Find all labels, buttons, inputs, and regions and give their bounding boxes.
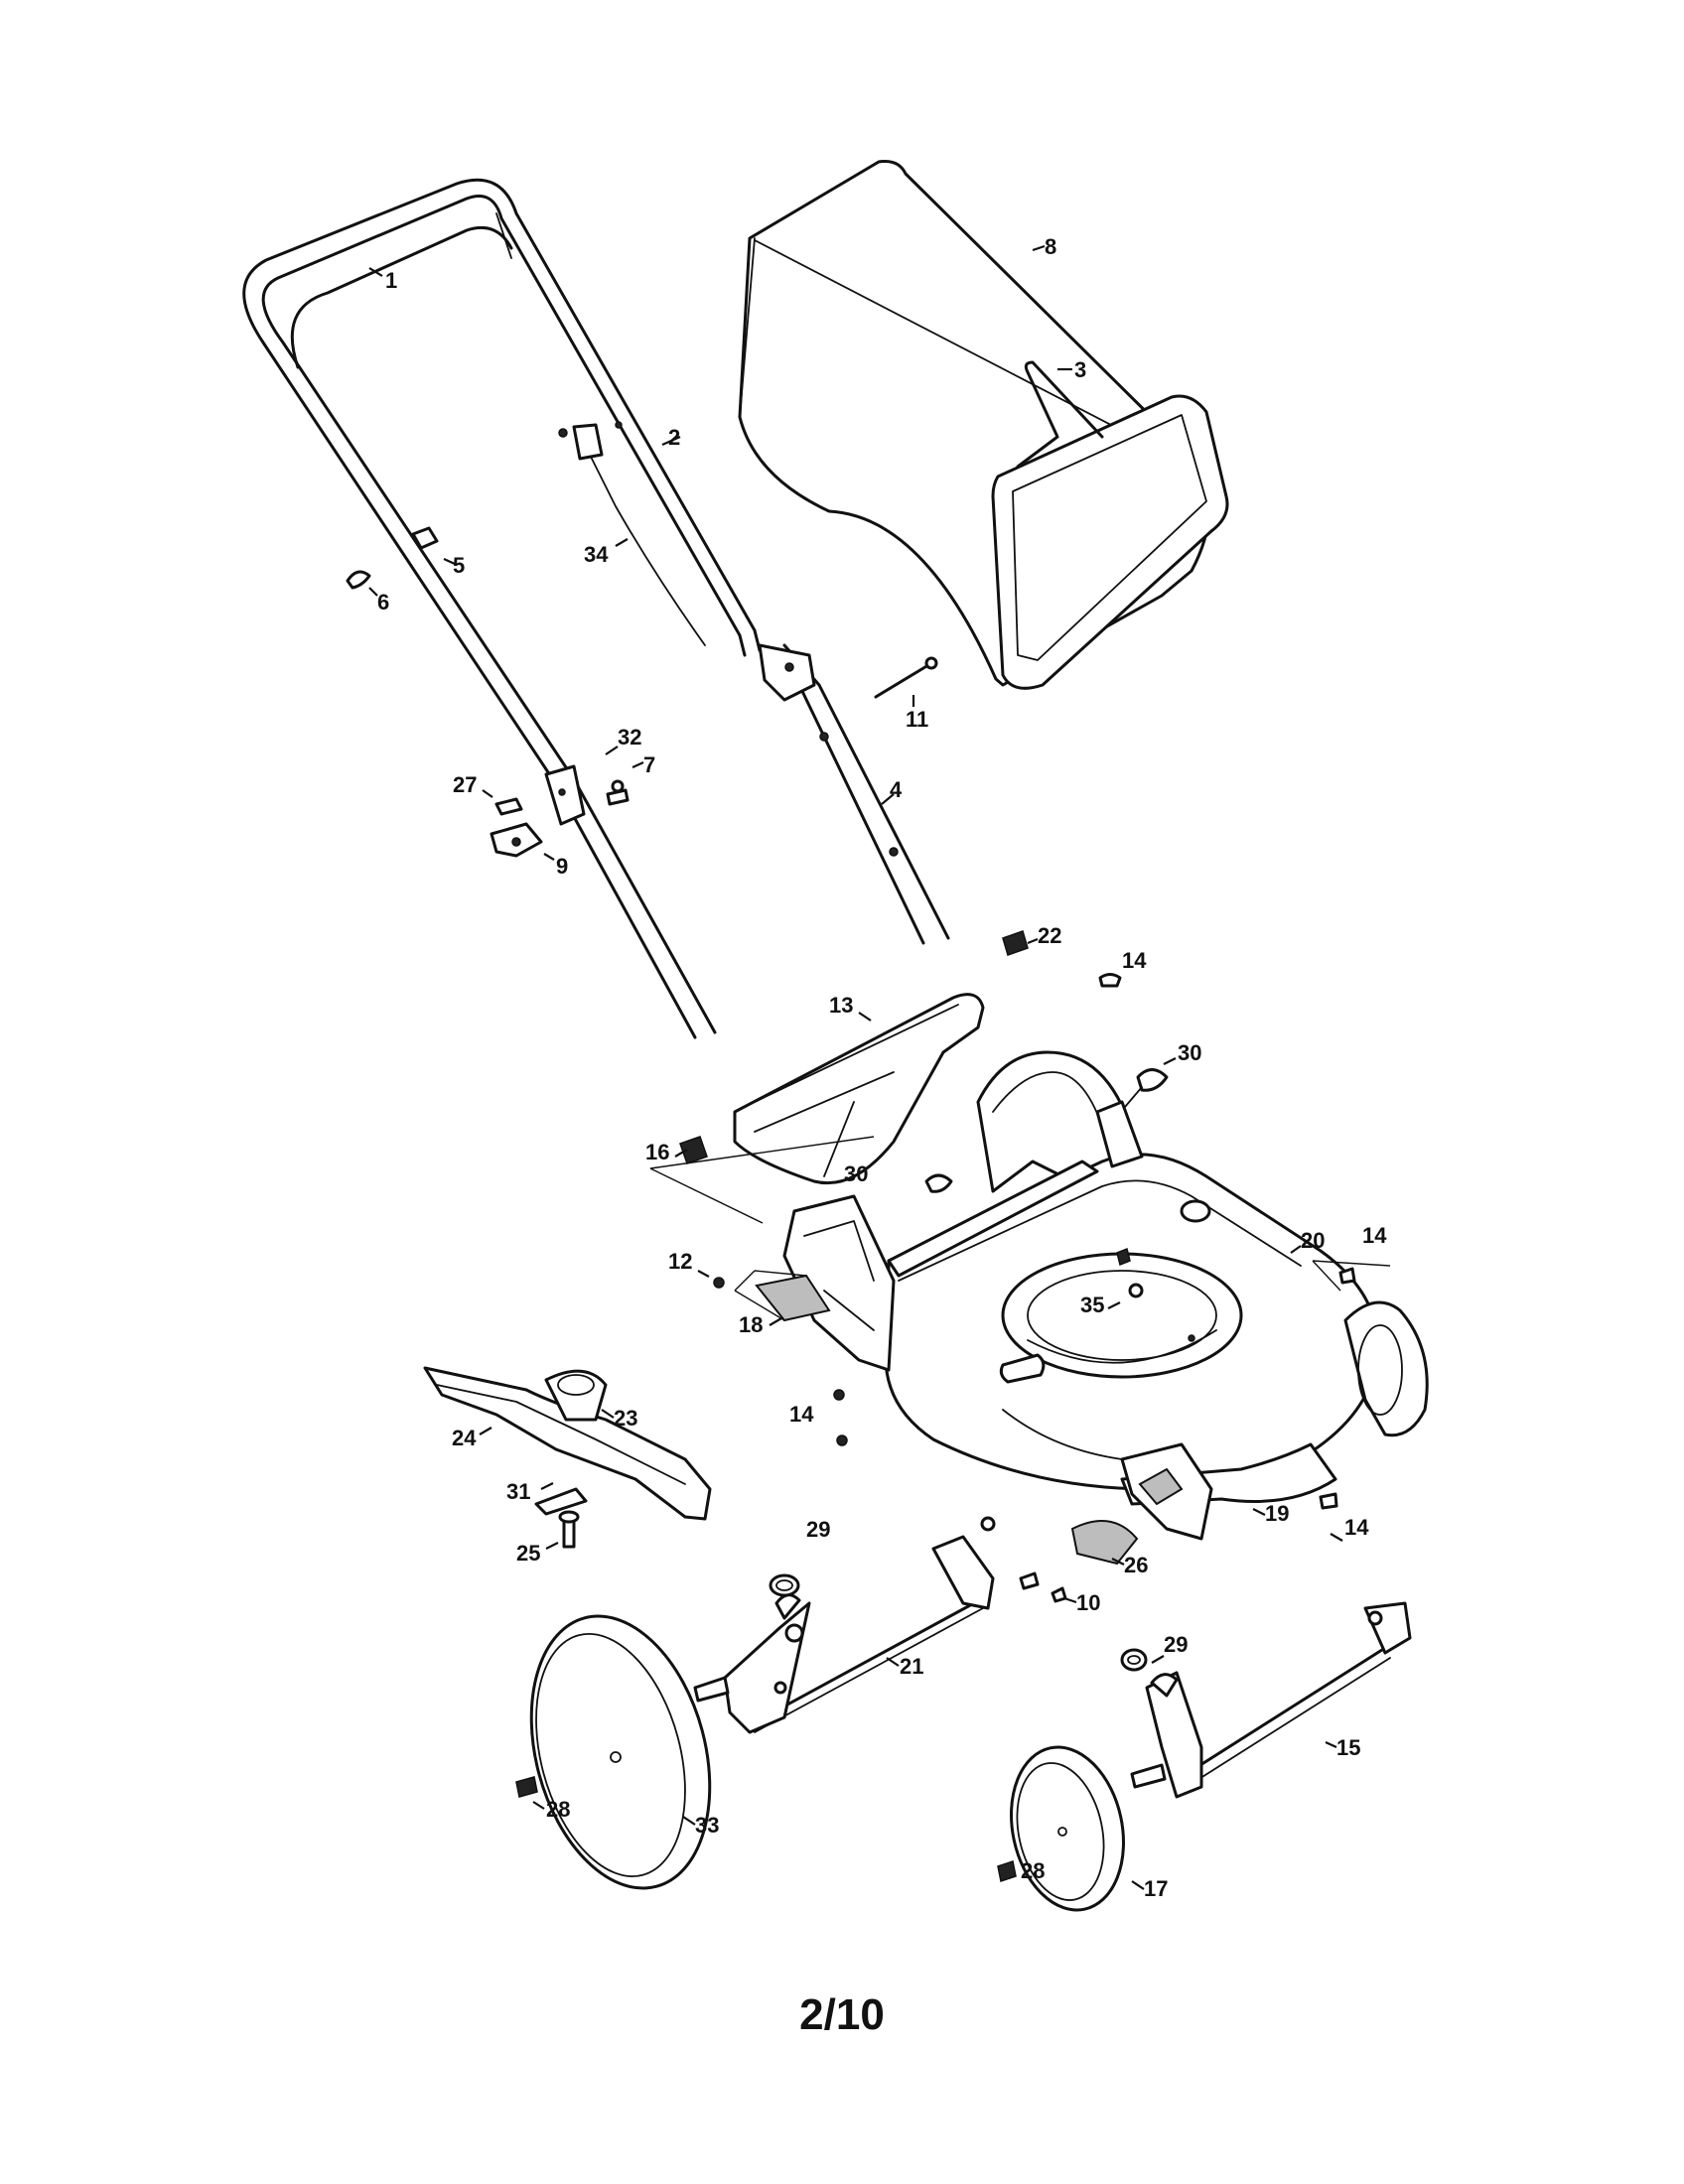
callout-25: 25 xyxy=(516,1541,540,1566)
callout-18: 18 xyxy=(739,1312,763,1337)
callout-34: 34 xyxy=(584,542,609,567)
callout-12: 12 xyxy=(668,1249,692,1274)
rear-door-assembly xyxy=(649,930,1029,1224)
front-wheel-axle xyxy=(1120,1601,1412,1799)
callout-8: 8 xyxy=(1045,234,1056,259)
callout-28b: 28 xyxy=(1021,1858,1045,1883)
lower-handle xyxy=(758,643,950,945)
callout-31: 31 xyxy=(506,1479,530,1504)
callout-30a: 30 xyxy=(1178,1040,1201,1065)
handle-bracket-hardware xyxy=(490,764,630,858)
callout-22: 22 xyxy=(1038,923,1061,948)
callout-labels: 1 2 3 4 5 6 7 8 9 10 11 12 13 14 14 14 1… xyxy=(377,234,1387,1901)
callout-20: 20 xyxy=(1301,1228,1325,1253)
callout-33: 33 xyxy=(695,1813,719,1838)
grass-catcher-bag xyxy=(738,160,1229,690)
callout-14c: 14 xyxy=(789,1402,814,1427)
callout-26: 26 xyxy=(1124,1553,1148,1577)
rear-wheel-axle xyxy=(693,1516,996,1734)
callout-leaders xyxy=(368,244,1343,1890)
callout-30b: 30 xyxy=(844,1161,868,1186)
callout-15: 15 xyxy=(1336,1735,1360,1760)
callout-16: 16 xyxy=(645,1140,669,1164)
handle-clip-and-pin xyxy=(346,526,439,590)
page-number: 2/10 xyxy=(799,1990,885,2039)
rear-wheel xyxy=(529,1614,712,1890)
callout-32: 32 xyxy=(618,725,641,750)
height-adjuster xyxy=(1019,1442,1213,1603)
callout-29b: 29 xyxy=(1164,1632,1188,1657)
callout-14b: 14 xyxy=(1362,1223,1387,1248)
bolts-nuts xyxy=(713,973,1356,1510)
callout-7: 7 xyxy=(643,752,655,777)
callout-24: 24 xyxy=(452,1426,477,1450)
callout-19: 19 xyxy=(1265,1501,1289,1526)
callout-10: 10 xyxy=(1076,1590,1100,1615)
callout-3: 3 xyxy=(1074,357,1086,382)
callout-14a: 14 xyxy=(1122,948,1147,973)
callout-9: 9 xyxy=(556,854,568,879)
callout-29a: 29 xyxy=(806,1517,830,1542)
callout-1: 1 xyxy=(385,268,397,293)
side-discharge-plate xyxy=(734,1194,896,1372)
callout-14d: 14 xyxy=(1344,1515,1369,1540)
wheel-nuts-28 xyxy=(515,1776,1017,1882)
upper-handle xyxy=(242,178,762,1039)
mower-deck xyxy=(884,1050,1429,1506)
callout-21: 21 xyxy=(900,1654,923,1679)
callout-13: 13 xyxy=(829,993,853,1018)
callout-5: 5 xyxy=(453,553,465,578)
callout-35: 35 xyxy=(1080,1293,1104,1317)
callout-28a: 28 xyxy=(546,1797,570,1822)
callout-27: 27 xyxy=(453,772,477,797)
control-cable xyxy=(558,421,706,646)
callout-6: 6 xyxy=(377,590,389,614)
callout-17: 17 xyxy=(1144,1876,1168,1901)
callout-4: 4 xyxy=(890,777,903,802)
blade-assembly xyxy=(423,1366,712,1549)
pin-11 xyxy=(874,656,938,699)
callout-23: 23 xyxy=(614,1406,637,1431)
wheel-cap-29-rear xyxy=(769,1573,800,1597)
front-wheel xyxy=(1010,1745,1125,1912)
callout-11: 11 xyxy=(906,707,928,732)
callout-2: 2 xyxy=(668,425,680,450)
